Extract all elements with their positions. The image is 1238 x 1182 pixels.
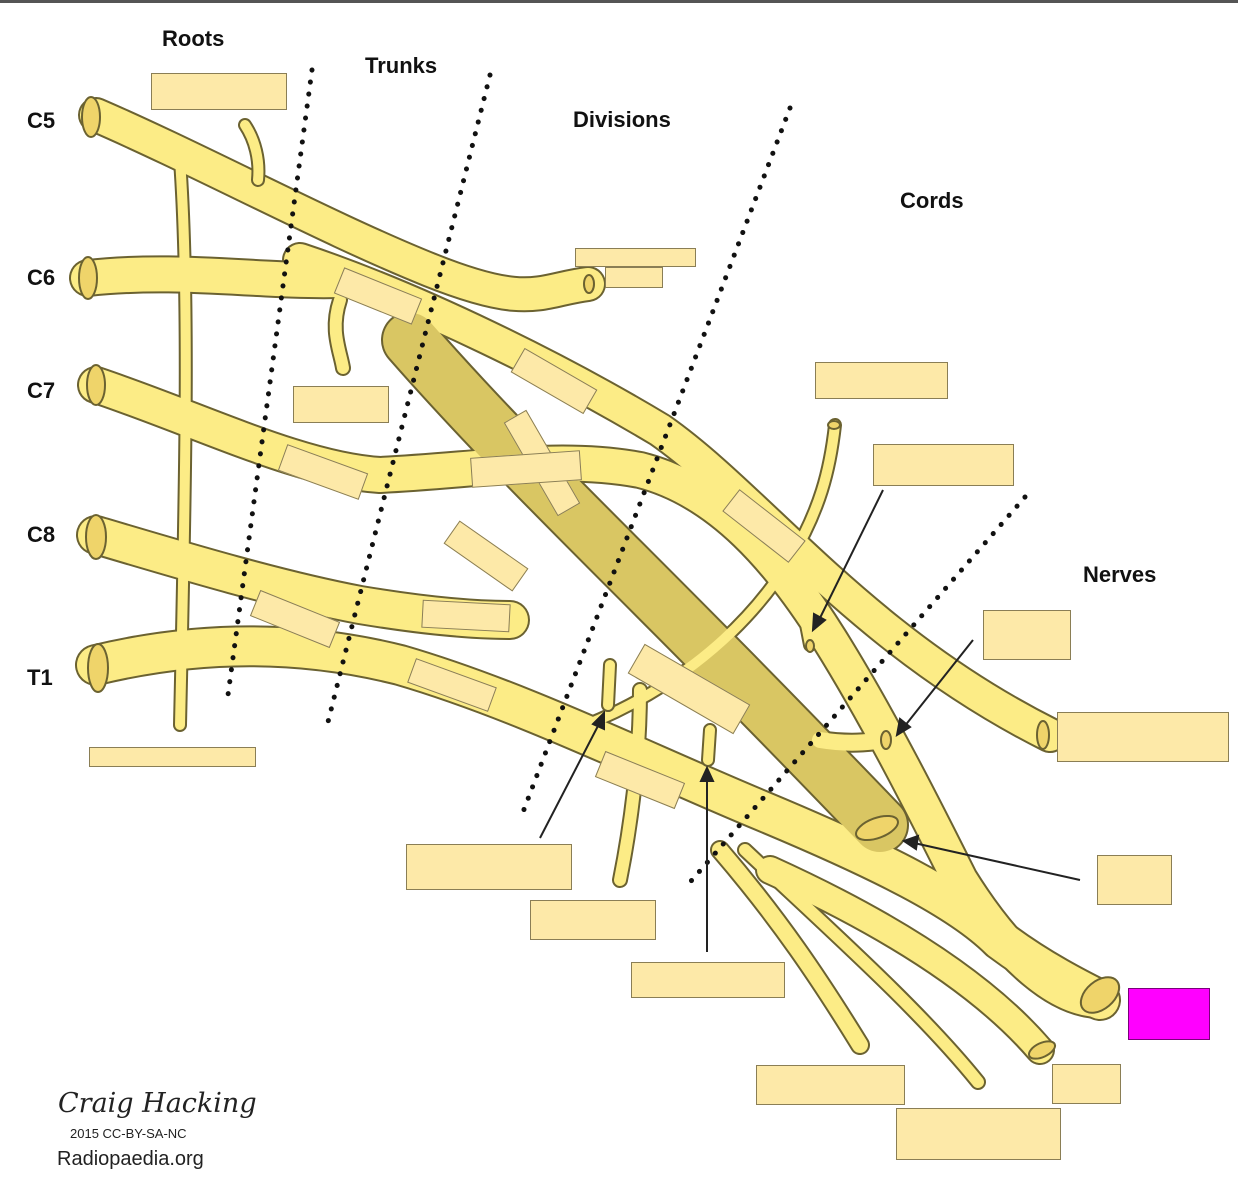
divider-roots-trunks [225,67,315,698]
label-box[interactable] [896,1108,1061,1160]
root-label-c5: C5 [27,108,56,133]
label-box[interactable] [631,962,785,998]
header-nerves: Nerves [1083,562,1157,587]
arrow-posterior-cord [913,842,1081,881]
arrow-axillary [903,639,974,728]
cap-median [1079,976,1121,1014]
root-label-c8: C8 [27,522,56,547]
label-box[interactable] [983,610,1071,660]
label-box[interactable] [89,747,256,767]
nerve-end-caps [78,96,1121,1060]
label-box[interactable] [756,1065,905,1105]
divider-cords-nerves [682,494,1028,891]
label-box[interactable] [421,599,511,633]
cap-axillary [880,730,892,750]
header-divisions: Divisions [573,107,671,132]
cap-c5 [81,96,101,138]
header-trunks: Trunks [365,53,438,78]
cap-c6 [78,256,98,300]
divider-lines [225,67,1028,891]
cap-musculocutaneous [1036,720,1050,750]
root-label-c7: C7 [27,378,56,403]
cap-c8 [85,514,107,560]
label-box[interactable] [605,267,663,288]
label-box[interactable] [406,844,572,890]
arrow-musculocutaneous [817,489,884,623]
label-box[interactable] [575,248,696,267]
header-roots: Roots [162,26,225,51]
pointer-arrows [539,489,1081,952]
cap-c7 [86,364,106,406]
label-box[interactable] [151,73,287,110]
label-box[interactable] [815,362,948,399]
label-box[interactable] [530,900,656,940]
author-signature: Craig Hacking [58,1088,257,1119]
label-box[interactable] [293,386,389,423]
highlighted-label-box[interactable] [1128,988,1210,1040]
cap-upper-trunk [583,274,595,294]
cap-t1 [87,643,109,693]
license-text: 2015 CC-BY-SA-NC [70,1126,187,1141]
label-box[interactable] [1097,855,1172,905]
header-cords: Cords [900,188,964,213]
cap-stub-lateral-pectoral [827,420,841,430]
cap-posterior-cord [855,814,899,842]
label-box[interactable] [1052,1064,1121,1104]
top-border [0,0,1238,3]
arrow-lateral-pectoral [539,721,601,839]
divider-trunks-divisions [325,72,493,725]
cap-ulnar [1027,1040,1057,1060]
label-box[interactable] [1057,712,1229,762]
label-box[interactable] [873,444,1014,486]
root-label-t1: T1 [27,665,53,690]
source-site: Radiopaedia.org [57,1148,204,1170]
root-label-c6: C6 [27,265,56,290]
cap-stub-musculocutaneous [805,639,815,653]
